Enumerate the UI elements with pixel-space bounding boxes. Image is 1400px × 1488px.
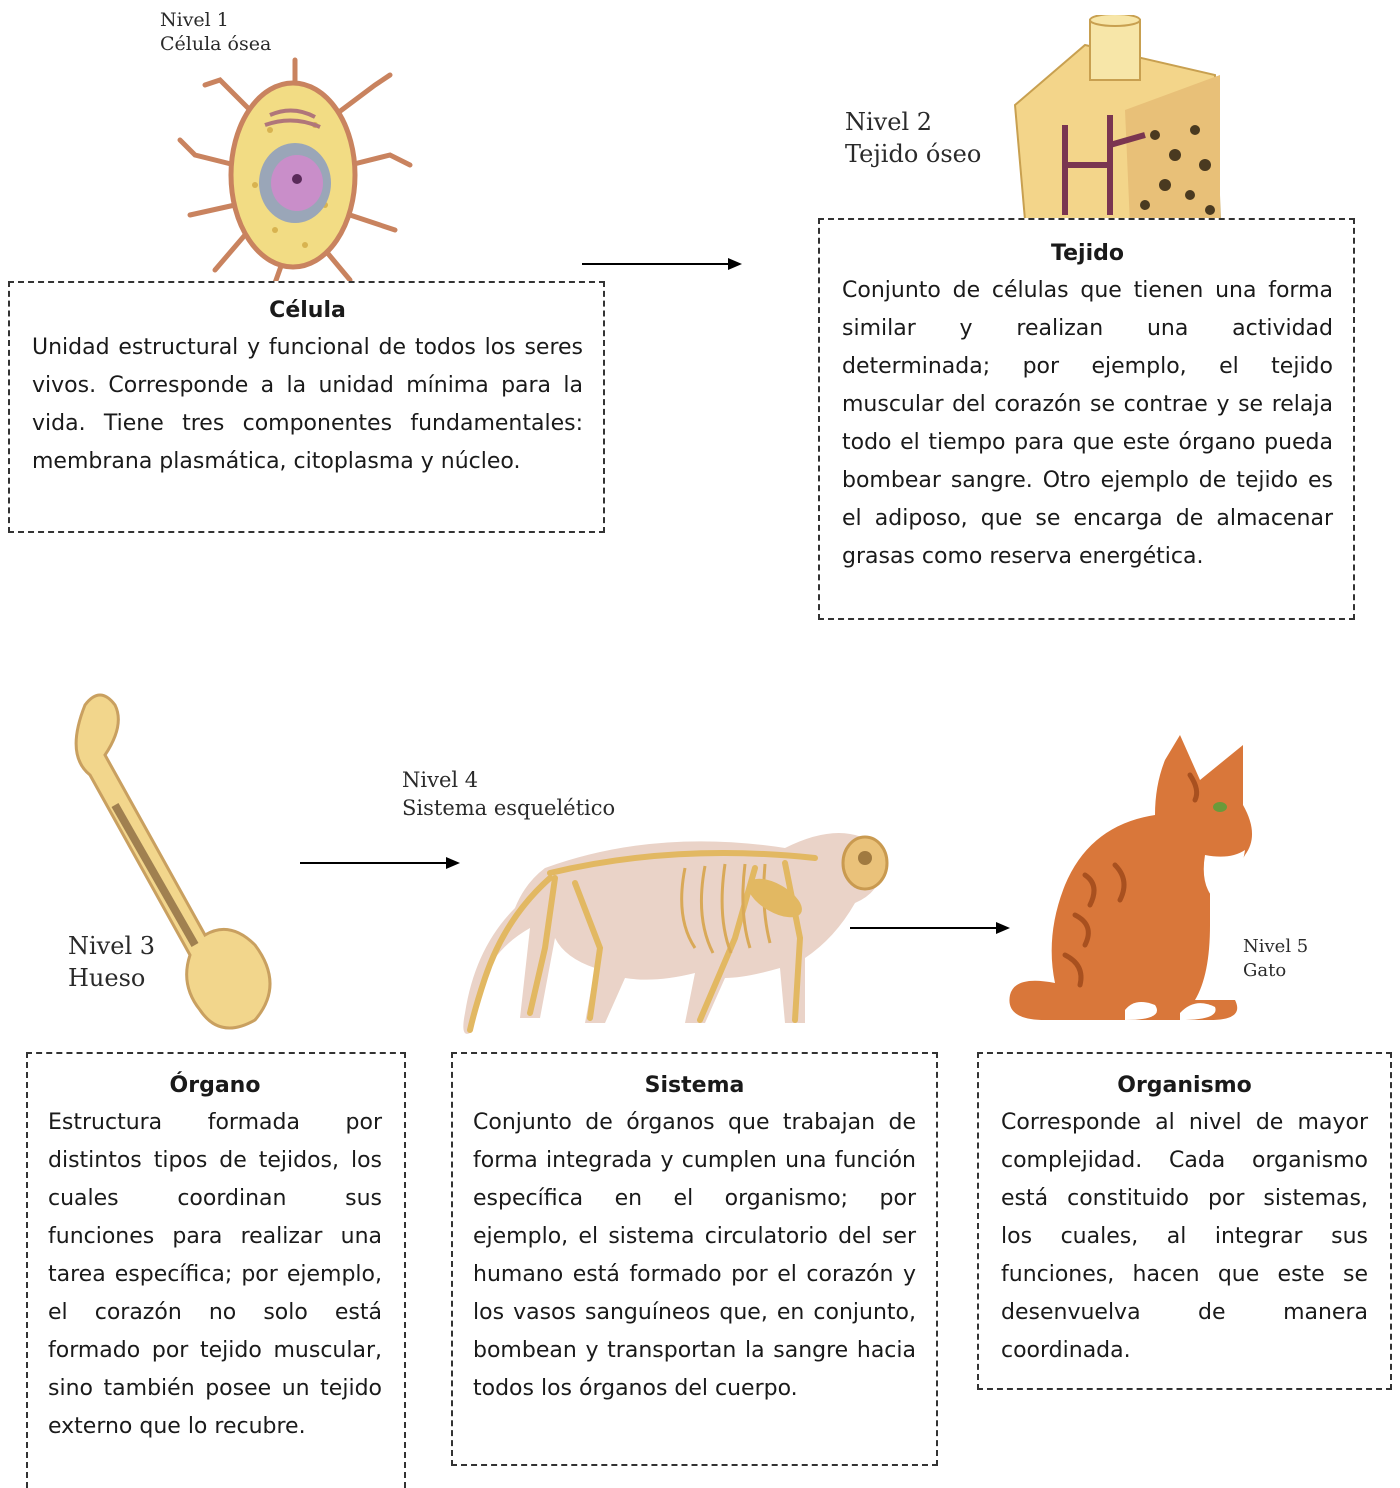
organism-definition-box: Organismo Corresponde al nivel de mayor … (977, 1052, 1392, 1390)
level-1-label: Nivel 1 Célula ósea (160, 8, 271, 56)
organ-description: Estructura formada por distintos tipos d… (48, 1104, 382, 1446)
system-definition-box: Sistema Conjunto de órganos que trabajan… (451, 1052, 938, 1466)
tissue-description: Conjunto de células que tienen una forma… (842, 272, 1333, 576)
arrow-cell-to-tissue (580, 254, 745, 274)
level-3-number: Nivel 3 (68, 930, 155, 962)
level-5-name: Gato (1243, 959, 1308, 983)
cell-definition-box: Célula Unidad estructural y funcional de… (8, 281, 605, 533)
organism-description: Corresponde al nivel de mayor complejida… (1001, 1104, 1368, 1370)
bone-tissue-icon (1005, 15, 1230, 225)
cell-description: Unidad estructural y funcional de todos … (32, 329, 583, 481)
tissue-title: Tejido (842, 236, 1333, 272)
level-1-name: Célula ósea (160, 32, 271, 56)
level-5-number: Nivel 5 (1243, 935, 1308, 959)
level-2-label: Nivel 2 Tejido óseo (845, 106, 981, 170)
tissue-definition-box: Tejido Conjunto de células que tienen un… (818, 218, 1355, 620)
level-5-label: Nivel 5 Gato (1243, 935, 1308, 983)
cat-icon (1005, 735, 1270, 1025)
cat-skeleton-icon (455, 808, 895, 1040)
arrow-organ-to-system (298, 853, 463, 873)
organism-title: Organismo (1001, 1068, 1368, 1104)
system-title: Sistema (473, 1068, 916, 1104)
arrow-system-to-organism (848, 918, 1013, 938)
organ-definition-box: Órgano Estructura formada por distintos … (26, 1052, 406, 1488)
level-3-label: Nivel 3 Hueso (68, 930, 155, 994)
level-4-number: Nivel 4 (402, 766, 615, 794)
system-description: Conjunto de órganos que trabajan de form… (473, 1104, 916, 1408)
cell-title: Célula (32, 293, 583, 329)
level-3-name: Hueso (68, 962, 155, 994)
bone-cell-icon (175, 55, 415, 285)
level-2-name: Tejido óseo (845, 138, 981, 170)
organ-title: Órgano (48, 1068, 382, 1104)
level-1-number: Nivel 1 (160, 8, 271, 32)
level-2-number: Nivel 2 (845, 106, 981, 138)
